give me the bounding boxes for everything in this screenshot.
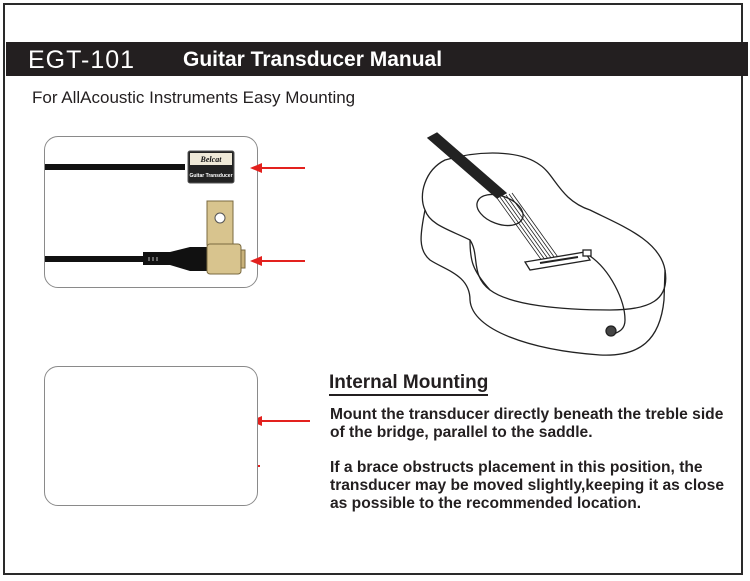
- transducer-barrel: [206, 243, 242, 275]
- manual-title: Guitar Transducer Manual: [183, 48, 443, 71]
- plug-panel: [44, 366, 258, 506]
- guitar-top-outline: [421, 152, 667, 311]
- arrow-quarter-inch-plug: [250, 416, 310, 426]
- endpin-jack: [605, 325, 617, 337]
- badge-brand: Belcat: [200, 155, 223, 164]
- arrow-transducer: [250, 256, 305, 266]
- guitar-illustration: [420, 132, 667, 356]
- transducer-in-guitar: [582, 249, 592, 257]
- instruction-paragraph-2: If a brace obstructs placement in this p…: [330, 459, 725, 512]
- section-title: Internal Mounting: [329, 373, 489, 396]
- instruction-paragraph-1: Mount the transducer directly beneath th…: [330, 406, 724, 441]
- guitar-side-outline: [420, 209, 666, 356]
- pickup-label-badge: Belcat Guitar Transducer: [187, 150, 235, 184]
- pickup-wire: [589, 255, 626, 335]
- cable-strain-relief: [143, 247, 210, 271]
- mounting-hole: [214, 212, 226, 224]
- badge-text: Guitar Transducer: [189, 173, 232, 179]
- subtitle: For AllAcoustic Instruments Easy Mountin…: [32, 88, 356, 107]
- page-frame: [3, 3, 743, 575]
- strings: [496, 192, 561, 266]
- cable-lower: [45, 256, 145, 262]
- arrow-label: [250, 163, 305, 173]
- header-bar: [6, 42, 748, 76]
- fretboard: [426, 132, 508, 199]
- cable-upper: [45, 164, 185, 170]
- model-number: EGT-101: [28, 46, 136, 74]
